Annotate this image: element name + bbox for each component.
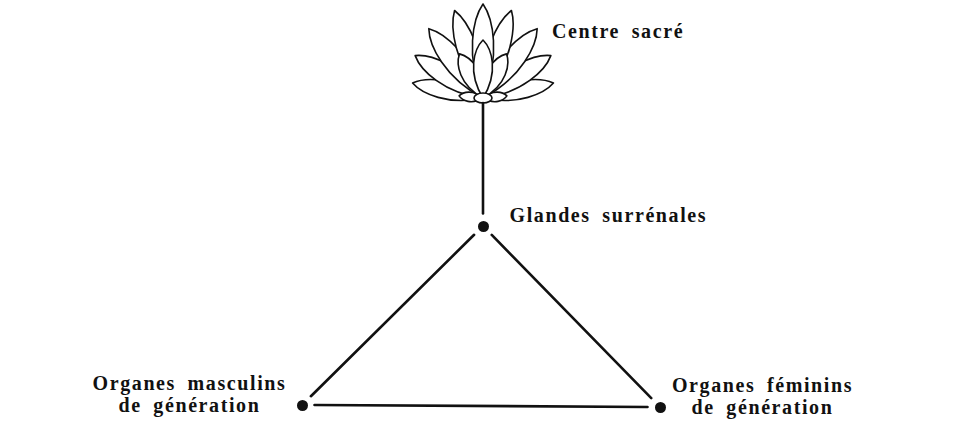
lotus-node: Centre sacré xyxy=(394,2,572,103)
connector-line xyxy=(482,103,485,214)
lotus-illustration xyxy=(394,2,572,103)
node-label: Organes féminins de génération xyxy=(672,374,854,418)
node-label: Organes masculins de génération xyxy=(93,372,287,416)
connector-line xyxy=(311,235,474,396)
node-dot: Organes féminins de génération xyxy=(655,402,666,413)
node-dot: Glandes surrénales xyxy=(478,221,489,232)
node-label: Centre sacré xyxy=(552,20,684,42)
node-label: Glandes surrénales xyxy=(510,204,708,226)
connector-line xyxy=(315,405,648,407)
connector-line xyxy=(492,235,652,398)
node-dot: Organes masculins de génération xyxy=(297,400,308,411)
